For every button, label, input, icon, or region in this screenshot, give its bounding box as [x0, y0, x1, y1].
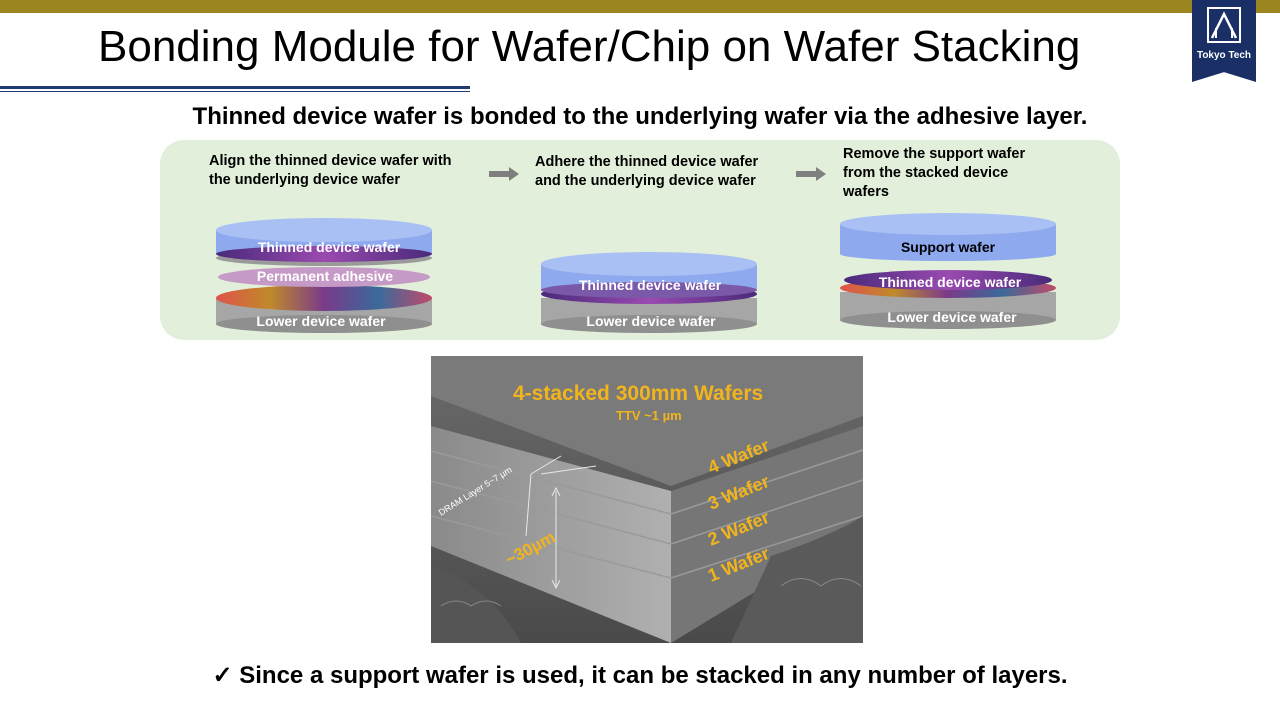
- step-2-line-1: Adhere the thinned device wafer: [535, 154, 759, 170]
- step-1-line-2: the underlying device wafer: [209, 172, 400, 188]
- arrow-right-icon: [796, 167, 826, 181]
- stack-2: [541, 252, 757, 333]
- step-3-line-2: from the stacked device: [843, 165, 1009, 181]
- label-thinned-3: Thinned device wafer: [879, 274, 1022, 290]
- stack-3: [840, 213, 1056, 329]
- conclusion-text: Since a support wafer is used, it can be…: [239, 662, 1068, 689]
- label-support: Support wafer: [901, 239, 996, 255]
- title-underline: [0, 86, 470, 89]
- step-1-line-1: Align the thinned device wafer with: [209, 153, 452, 169]
- wafer-layer-lines: [431, 449, 863, 579]
- slide-title: Bonding Module for Wafer/Chip on Wafer S…: [98, 22, 1081, 71]
- label-lower-1: Lower device wafer: [256, 313, 386, 329]
- label-adhesive: Permanent adhesive: [257, 268, 393, 284]
- label-thinned-2: Thinned device wafer: [579, 277, 722, 293]
- conclusion-bullet: ✓ Since a support wafer is used, it can …: [0, 661, 1280, 690]
- label-thinned-1: Thinned device wafer: [258, 239, 401, 255]
- step-3-line-3: wafers: [843, 184, 889, 200]
- label-lower-2: Lower device wafer: [586, 313, 716, 329]
- top-accent-bar: [0, 0, 1280, 13]
- step-3-text: Remove the support wafer from the stacke…: [843, 145, 1025, 202]
- slide-subtitle: Thinned device wafer is bonded to the un…: [192, 103, 1088, 130]
- title-underline-thin: [0, 91, 470, 92]
- swallow-emblem-icon: [1207, 7, 1241, 43]
- sem-cross-section-image: 4-stacked 300mm Wafers TTV ~1 µm DRAM La…: [431, 356, 863, 643]
- tokyo-tech-logo: Tokyo Tech: [1192, 0, 1256, 82]
- sem-title: 4-stacked 300mm Wafers: [513, 382, 763, 405]
- step-1-text: Align the thinned device wafer with the …: [209, 152, 452, 190]
- step-2-line-2: and the underlying device wafer: [535, 173, 756, 189]
- step-3-line-1: Remove the support wafer: [843, 146, 1026, 162]
- stack-1: [216, 218, 432, 333]
- arrow-right-icon: [489, 167, 519, 181]
- logo-text: Tokyo Tech: [1196, 50, 1252, 61]
- lower-wafer-top: [216, 285, 432, 311]
- sem-ttv: TTV ~1 µm: [616, 408, 682, 423]
- checkmark-icon: ✓: [212, 662, 233, 689]
- step-2-text: Adhere the thinned device wafer and the …: [535, 153, 758, 191]
- label-lower-3: Lower device wafer: [887, 309, 1017, 325]
- adhesive-layer: [218, 267, 430, 287]
